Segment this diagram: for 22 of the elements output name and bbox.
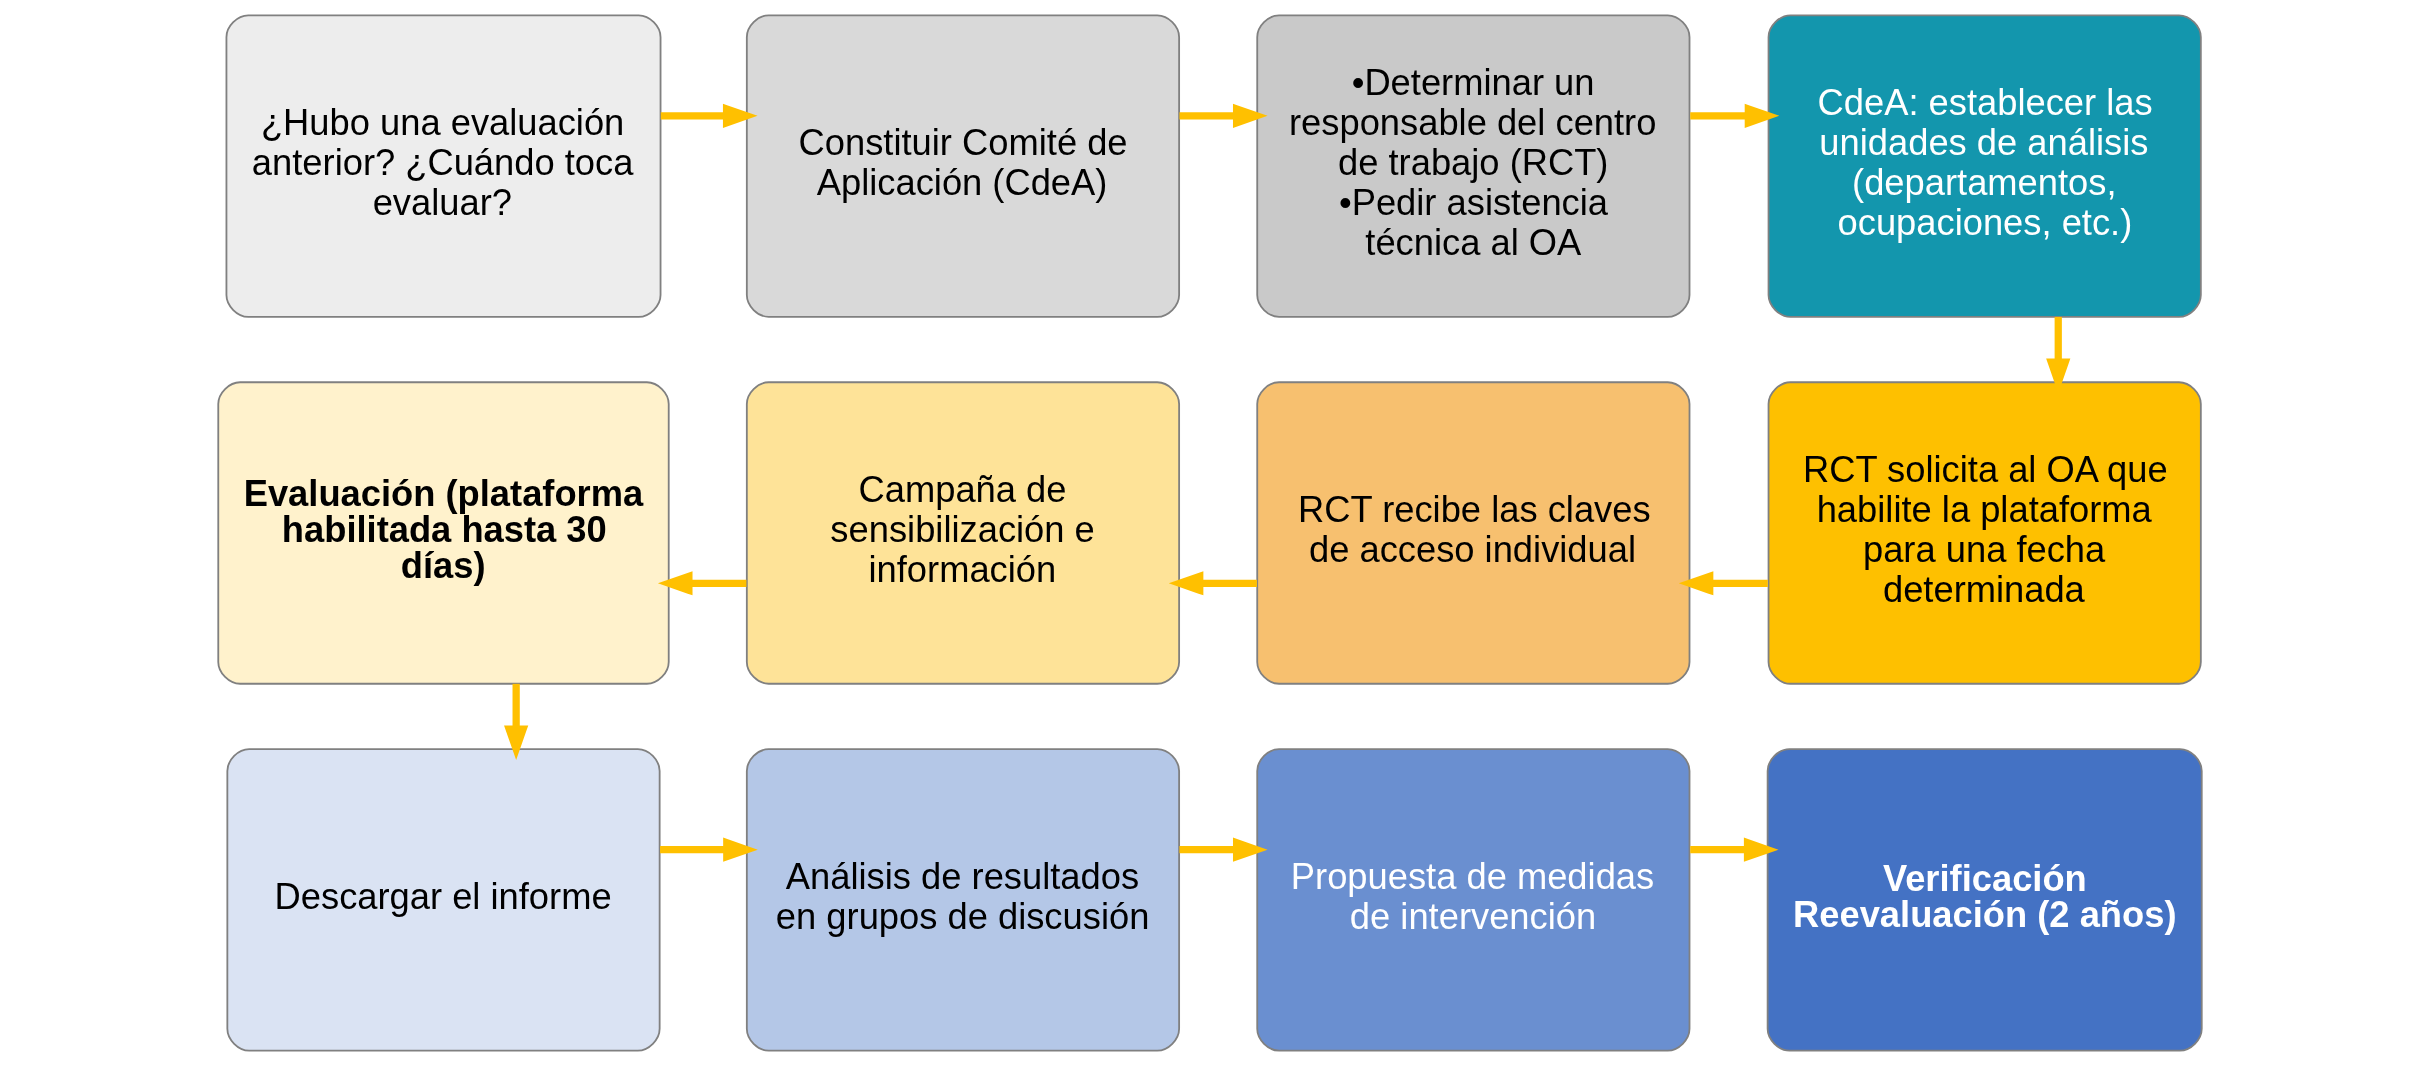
arrow (1690, 103, 1780, 128)
arrow (1678, 571, 1768, 596)
node-box: Constituir Comité de Aplicación (CdeA) (745, 14, 1181, 318)
arrow (660, 837, 758, 862)
node-box: Verificación Reevaluación (2 años) (1766, 748, 2203, 1052)
arrow (1168, 571, 1257, 596)
arrow (1690, 837, 1779, 862)
node-box: Campaña de sensibilización e información (745, 381, 1181, 685)
arrow (657, 571, 747, 596)
node-box: •Determinar un responsable del centro de trabajo (RCT) •Pedir asistencia técnica al OA (1256, 14, 1691, 318)
node-box: RCT solicita al OA que habilite la plataforma para una fecha determinada (1767, 381, 2202, 685)
arrow (504, 683, 529, 761)
node-box: RCT recibe las claves de acceso individual (1256, 381, 1691, 685)
node-box: Análisis de resultados en grupos de discusión (745, 748, 1181, 1052)
node-box: Descargar el informe (226, 748, 661, 1052)
arrow (1179, 103, 1268, 128)
arrow (1179, 837, 1268, 862)
node-box: Evaluación (plataforma habilitada hasta 30 días) (217, 381, 670, 685)
node-box: ¿Hubo una evaluación anterior? ¿Cuándo toca evaluar? (225, 14, 662, 318)
arrow (660, 103, 758, 128)
node-box: Propuesta de medidas de intervención (1256, 748, 1691, 1052)
node-box: CdeA: establecer las unidades de análisis (departamentos, ocupaciones, etc.) (1767, 14, 2202, 318)
